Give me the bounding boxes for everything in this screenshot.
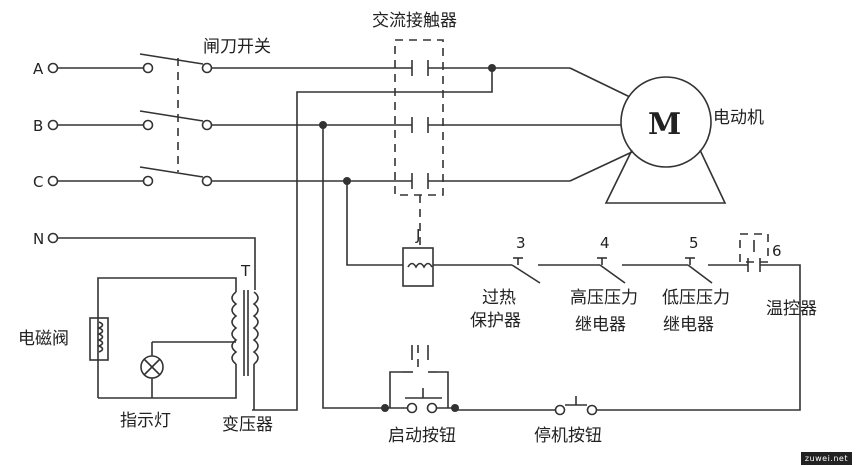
knife-switch-label: 闸刀开关 [203, 37, 271, 57]
transformer-symbol: T [240, 262, 251, 280]
high-pressure-label-line2: 继电器 [575, 315, 626, 335]
control-wiring [58, 68, 493, 411]
start-button: 启动按钮 [381, 345, 459, 446]
contactor-coil-label: J [415, 226, 420, 244]
contactor-coil: J [402, 226, 512, 287]
watermark-logo: zuwei.net [800, 452, 852, 465]
indicator-lamp: 指示灯 [120, 342, 171, 431]
terminal-label-a: A [33, 60, 44, 78]
high-pressure-label-line1: 高压压力 [570, 288, 638, 308]
motor-feed-lines [428, 64, 633, 182]
contact-number-3: 3 [516, 234, 526, 252]
terminal-a: A [33, 60, 59, 78]
terminal-label-c: C [33, 173, 43, 191]
high-pressure-relay: 高压压力 继电器 [570, 288, 638, 335]
contact-number-6: 6 [772, 242, 782, 260]
motor: M 电动机 [604, 76, 764, 204]
stop-button-label: 停机按钮 [534, 426, 602, 446]
motor-symbol: M [648, 107, 681, 142]
terminal-label-b: B [33, 117, 43, 135]
solenoid-valve-label: 电磁阀 [18, 329, 69, 349]
ac-contactor-label: 交流接触器 [372, 11, 457, 31]
thermostat-label: 温控器 [766, 299, 817, 319]
transformer-label: 变压器 [222, 415, 273, 435]
overheat-label-line2: 保护器 [470, 311, 521, 331]
overheat-label-line1: 过热 [482, 288, 516, 308]
start-button-label: 启动按钮 [388, 426, 456, 446]
indicator-lamp-label: 指示灯 [120, 411, 171, 431]
low-pressure-label-line2: 继电器 [663, 315, 714, 335]
contact-number-5: 5 [689, 234, 699, 252]
low-pressure-relay: 低压压力 继电器 [662, 288, 730, 335]
stop-button: 停机按钮 [534, 396, 602, 446]
ac-contactor: 交流接触器 [372, 11, 457, 245]
thermostat: 温控器 [766, 299, 817, 319]
terminal-n: N [33, 230, 59, 248]
overheat-protector: 过热 保护器 [470, 288, 521, 331]
phase-lines [212, 67, 412, 182]
low-pressure-label-line1: 低压压力 [662, 288, 730, 308]
transformer: T 变压器 [97, 262, 273, 435]
terminal-b: B [33, 117, 59, 135]
contact-number-4: 4 [600, 234, 610, 252]
terminal-label-n: N [33, 230, 44, 248]
knife-switch: 闸刀开关 [58, 37, 271, 187]
safety-contact-chain: 3 4 5 6 [455, 233, 801, 411]
motor-label: 电动机 [713, 108, 764, 128]
solenoid-valve: 电磁阀 [18, 317, 109, 361]
terminal-c: C [33, 173, 59, 191]
